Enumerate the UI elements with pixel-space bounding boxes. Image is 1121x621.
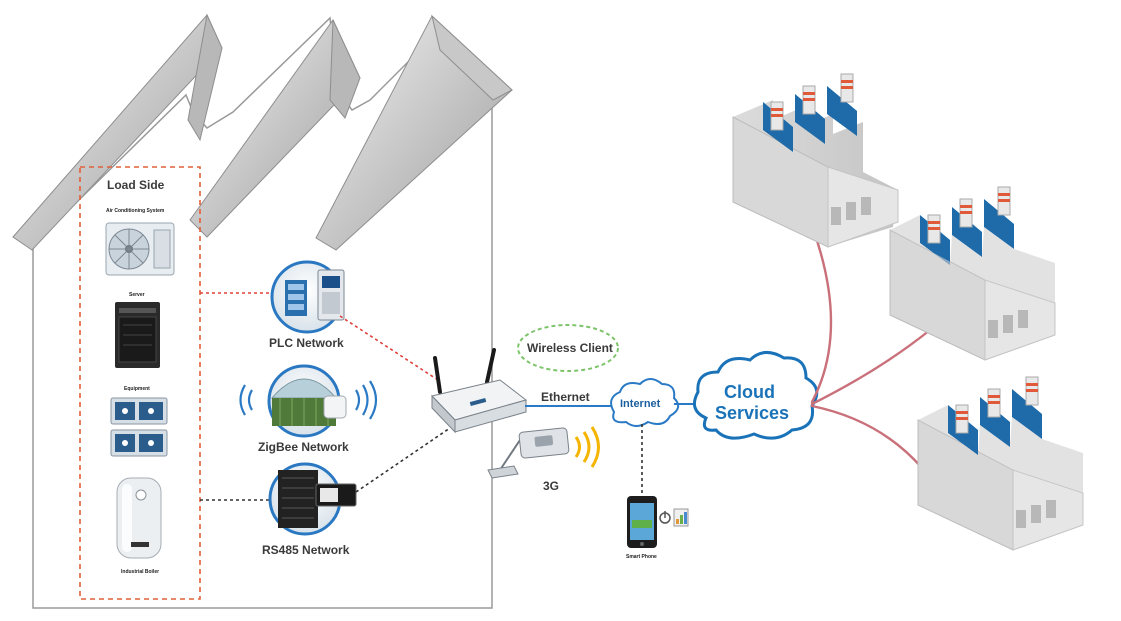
smart-phone-label: Smart Phone	[626, 554, 657, 560]
rs485-server-rack-icon	[268, 462, 357, 536]
3g-signal-icon	[574, 426, 600, 468]
factory-icon	[732, 73, 899, 248]
boiler-icon	[116, 477, 162, 559]
plc-controller-icon	[270, 260, 345, 334]
wireless-router-icon	[431, 348, 528, 434]
ethernet-label: Ethernet	[541, 390, 590, 404]
3g-modem-icon	[487, 427, 570, 479]
power-icon	[659, 511, 671, 524]
device-label-air-conditioning: Air Conditioning System	[106, 208, 165, 214]
equipment-icon	[110, 397, 168, 457]
zigbee-signal-icon	[239, 380, 378, 420]
cloud-services-line2: Services	[715, 403, 790, 423]
smart-phone-icon	[627, 496, 657, 548]
factory-icon	[917, 376, 1084, 551]
internet-cloud-icon	[610, 378, 680, 427]
device-label-equipment: Equipment	[124, 386, 150, 392]
wireless-client-ellipse	[517, 324, 619, 372]
air-conditioner-icon	[105, 222, 175, 276]
zigbee-greenhouse-icon	[267, 364, 347, 438]
cloud-services-icon	[692, 351, 819, 440]
device-label-boiler: Industrial Boiler	[121, 569, 160, 575]
link-rs485-gateway	[355, 427, 451, 493]
zigbee-network-label: ZigBee Network	[258, 440, 349, 454]
load-side-box	[79, 166, 201, 600]
building	[12, 13, 513, 609]
internet-label: Internet	[620, 398, 661, 410]
3g-label: 3G	[543, 479, 560, 493]
device-label-server: Server	[129, 292, 145, 298]
factory-icon	[889, 186, 1056, 361]
load-side-title: Load Side	[107, 178, 165, 192]
wireless-client-label: Wireless Client	[527, 341, 613, 355]
cloud-services-line1: Cloud	[724, 382, 775, 402]
chart-thumbnail-icon	[673, 508, 689, 527]
rs485-network-label: RS485 Network	[262, 543, 350, 557]
cloud-factory-links	[810, 224, 932, 470]
plc-network-label: PLC Network	[269, 336, 344, 350]
link-plc-gateway	[339, 315, 439, 381]
server-icon	[115, 302, 160, 368]
